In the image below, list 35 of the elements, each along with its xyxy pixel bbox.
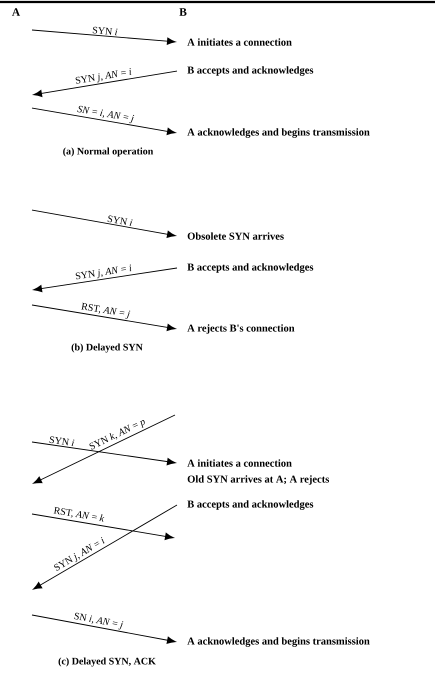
event-description: A rejects B's connection bbox=[187, 324, 294, 334]
event-description: A initiates a connection bbox=[187, 38, 292, 46]
message-arrow bbox=[32, 304, 176, 332]
message-arrow bbox=[32, 210, 176, 238]
edge-label: SYN i bbox=[49, 436, 74, 446]
panel-caption: (b) Delayed SYN bbox=[72, 343, 143, 353]
message-arrow bbox=[33, 268, 178, 292]
edge-label: SYN j, AN = i bbox=[76, 68, 132, 84]
edge-label: SN i, AN = j bbox=[74, 612, 124, 630]
message-label: RST, AN = k bbox=[54, 506, 104, 522]
message-arrow bbox=[33, 504, 178, 590]
message-label: SYN k, AN = p bbox=[89, 420, 145, 450]
event-description: A acknowledges and begins transmission bbox=[187, 128, 370, 138]
event-description: Obsolete SYN arrives bbox=[188, 232, 284, 240]
edge-label: SYN j, AN = i bbox=[54, 537, 105, 571]
edge-label: SYN i bbox=[108, 216, 133, 226]
event-description: Old SYN arrives at A; A rejects bbox=[188, 475, 330, 485]
message-arrow bbox=[32, 30, 176, 45]
event-description: B accepts and acknowledges bbox=[187, 66, 314, 76]
endpoint-label: A bbox=[12, 8, 20, 16]
edge-label: SYN j, AN = i bbox=[76, 264, 132, 280]
message-arrow bbox=[32, 108, 176, 135]
edge-label: SN = i, AN = j bbox=[77, 106, 134, 124]
event-description: A acknowledges and begins transmission bbox=[187, 637, 370, 647]
event-description: B accepts and acknowledges bbox=[187, 500, 314, 510]
endpoint-label: B bbox=[179, 8, 187, 16]
panel-caption: (c) Delayed SYN, ACK bbox=[58, 657, 156, 667]
message-arrow bbox=[32, 442, 176, 466]
message-arrow bbox=[32, 614, 176, 644]
event-description: B accepts and acknowledges bbox=[187, 263, 314, 273]
edge-label: SYN i bbox=[92, 26, 118, 36]
event-description: A initiates a connection bbox=[187, 459, 292, 467]
panel-caption: (a) Normal operation bbox=[63, 147, 154, 157]
message-arrow bbox=[33, 70, 178, 98]
edge-label: RST, AN = j bbox=[81, 302, 130, 319]
